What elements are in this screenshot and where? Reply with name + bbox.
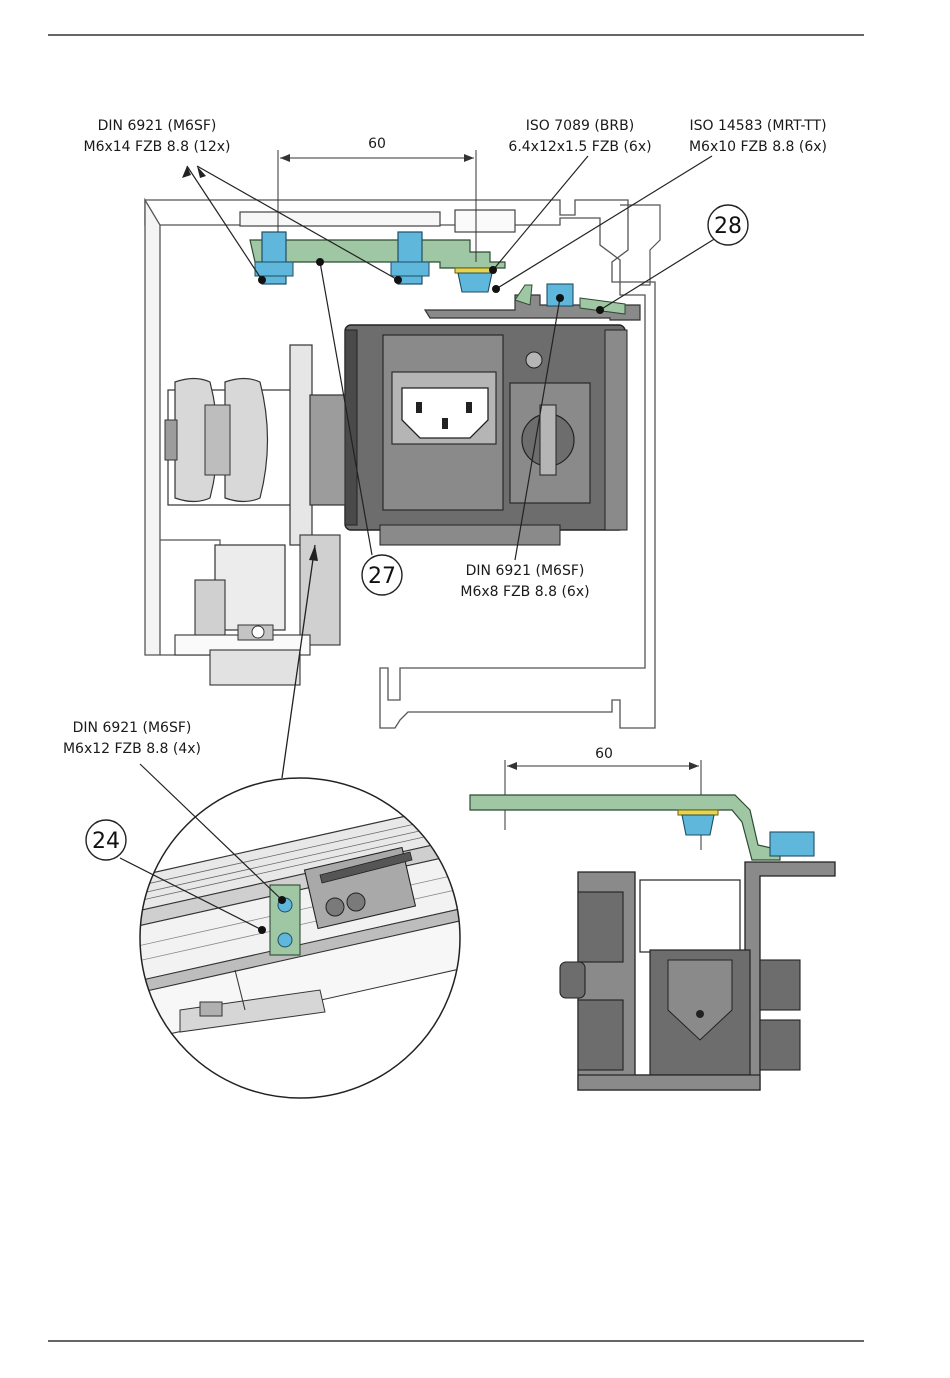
label-din6921-mid-line1: DIN 6921 (M6SF) [466,563,585,579]
callout-24: 24 [92,829,120,854]
side-right-block-2 [760,1020,800,1070]
socket-pin-1 [416,402,422,413]
socket-face [402,388,488,438]
motor-fins [345,330,357,525]
top-screw [526,352,542,368]
callout-27: 27 [368,564,396,589]
dimension-top: 60 [368,136,386,152]
top-assembly: 60 28 27 [145,136,748,728]
side-inner-box [640,880,740,952]
label-din6921-low-line2: M6x12 FZB 8.8 (4x) [63,741,201,757]
profile-left-wall [145,200,160,655]
profile-right-lip [620,205,660,285]
side-left-block-2 [578,1000,623,1070]
socket-pin-2 [442,418,448,429]
label-iso14583-line2: M6x10 FZB 8.8 (6x) [689,139,827,155]
socket-pin-3 [466,402,472,413]
bolt-left-head [255,262,293,276]
side-bolt [770,832,814,856]
side-green-strap [470,795,780,860]
label-din6921-top-line2: M6x14 FZB 8.8 (12x) [84,139,231,155]
nut [458,273,492,292]
dimension-bottom: 60 [595,746,613,762]
side-right-block-1 [760,960,800,1010]
washer [455,268,495,273]
motor-bottom [380,525,560,545]
rail-block-right [455,210,515,232]
label-iso14583-line1: ISO 14583 (MRT-TT) [689,118,826,134]
label-din6921-top-line1: DIN 6921 (M6SF) [98,118,217,134]
shaft-collar [310,395,345,505]
roller [165,379,298,506]
switch-lever [540,405,556,475]
rail-top [240,212,440,226]
label-din6921-low-line1: DIN 6921 (M6SF) [73,720,192,736]
side-knob [560,962,585,998]
side-left-block-1 [578,892,623,962]
vertical-plate [290,345,312,545]
side-view: 60 [470,746,835,1090]
side-nut [682,815,714,835]
callout-28: 28 [714,214,742,239]
motor-side-right [605,330,627,530]
side-base [578,1075,760,1090]
side-washer [678,810,718,815]
label-iso7089-line1: ISO 7089 (BRB) [526,118,634,134]
label-iso7089-line2: 6.4x12x1.5 FZB (6x) [508,139,651,155]
bolt-mid-head [391,262,429,276]
label-din6921-mid-line2: M6x8 FZB 8.8 (6x) [460,584,589,600]
